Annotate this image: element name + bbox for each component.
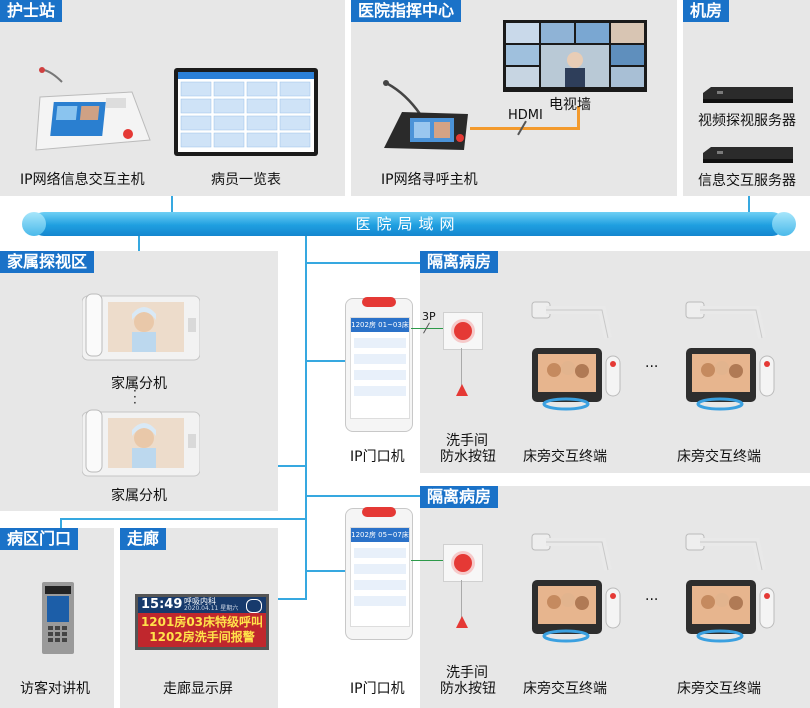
corridor-display-device: 15:49 呼吸内科 2020.04.11 星期六 1201房03床特级呼叫 1… xyxy=(135,594,269,650)
isolation-ward-1-title: 隔离病房 xyxy=(420,251,499,273)
family-extension-1-label: 家属分机 xyxy=(111,376,167,392)
iso2-bedside-terminal-1 xyxy=(531,533,621,643)
iso1-door-row-1 xyxy=(354,338,406,348)
iso1-door-row-2 xyxy=(354,354,406,364)
iso1-door-label: IP门口机 xyxy=(350,449,405,465)
connector-family-lower xyxy=(278,465,305,467)
isolation-ward-2-title: 隔离病房 xyxy=(420,486,499,508)
iso1-door-room: 1202房 01~03床 xyxy=(351,318,409,332)
iso2-bedside-label-1: 床旁交互终端 xyxy=(523,681,607,697)
iso2-door-lamp xyxy=(362,507,396,517)
corridor-display-badge xyxy=(246,599,262,613)
connector-iso1-top xyxy=(305,262,420,264)
iso2-waterproof-button xyxy=(443,544,483,582)
iso1-bedside-terminal-1 xyxy=(531,301,621,411)
iso1-bedside-terminal-2 xyxy=(685,301,775,411)
iso2-door-unit-device: 1202房 05~07床 xyxy=(345,507,413,640)
ip-info-host-label: IP网络信息交互主机 xyxy=(20,172,145,188)
iso1-door-row-3 xyxy=(354,370,406,380)
iso1-door-row-4 xyxy=(354,386,406,396)
iso1-door-lamp xyxy=(362,297,396,307)
hdmi-link-vertical xyxy=(577,106,580,130)
iso1-button-label-1: 洗手间 xyxy=(446,433,488,449)
iso1-bedside-label-2: 床旁交互终端 xyxy=(677,449,761,465)
lan-right-cap xyxy=(772,212,796,236)
connector-entrance xyxy=(60,518,62,528)
connector-corridor xyxy=(278,598,307,600)
iso1-bedside-label-1: 床旁交互终端 xyxy=(523,449,607,465)
iso2-wire xyxy=(411,560,445,561)
corridor-display-dept: 呼吸内科 xyxy=(184,597,216,606)
iso2-bedside-label-2: 床旁交互终端 xyxy=(677,681,761,697)
tv-wall-device xyxy=(503,20,647,92)
iso1-waterproof-button xyxy=(443,312,483,350)
family-visit-title: 家属探视区 xyxy=(0,251,95,273)
visitor-intercom-label: 访客对讲机 xyxy=(20,681,90,697)
family-extension-2-device xyxy=(82,409,200,477)
iso1-ellipsis: ... xyxy=(645,355,659,371)
corridor-display-date: 2020.04.11 星期六 xyxy=(184,605,239,612)
iso2-door-row-3 xyxy=(354,580,406,590)
corridor-display-time: 15:49 xyxy=(141,597,183,612)
iso1-pull-cord xyxy=(461,348,462,386)
ward-entrance-title: 病区门口 xyxy=(0,528,79,550)
corridor-display-label: 走廊显示屏 xyxy=(163,681,233,697)
connector-trunk xyxy=(305,236,307,600)
connector-family xyxy=(138,236,140,251)
iso2-door-row-2 xyxy=(354,564,406,574)
iso2-button-core xyxy=(454,554,472,572)
video-visit-server-label: 视频探视服务器 xyxy=(698,113,796,129)
iso1-button-core xyxy=(454,322,472,340)
iso1-button-label-2: 防水按钮 xyxy=(440,449,496,465)
hospital-lan-bus: 医院局域网 xyxy=(32,212,784,236)
corridor-alert-line-1: 1201房03床特级呼叫 xyxy=(140,615,264,629)
iso2-pull-cord xyxy=(461,580,462,618)
family-extension-dots: ··· xyxy=(133,384,137,410)
patient-list-screen xyxy=(174,68,318,156)
connector-iso2-door xyxy=(305,570,345,572)
tv-wall-label: 电视墙 xyxy=(549,97,591,113)
visitor-intercom-device xyxy=(42,582,74,654)
corridor-alert-line-2: 1202房洗手间报警 xyxy=(149,630,255,644)
iso1-pull-weight xyxy=(456,384,468,396)
iso2-button-label-1: 洗手间 xyxy=(446,665,488,681)
iso2-door-screen: 1202房 05~07床 xyxy=(350,527,410,627)
family-extension-1-device xyxy=(82,293,200,361)
corridor-display-body: 1201房03床特级呼叫 1202房洗手间报警 xyxy=(138,613,266,647)
iso2-button-label-2: 防水按钮 xyxy=(440,681,496,697)
iso1-wire-label: 3P xyxy=(422,310,436,323)
iso1-door-screen: 1202房 01~03床 xyxy=(350,317,410,419)
info-server-icon xyxy=(703,147,793,163)
nurse-station-title: 护士站 xyxy=(0,0,63,22)
iso2-pull-weight xyxy=(456,616,468,628)
iso2-bedside-terminal-2 xyxy=(685,533,775,643)
corridor-title: 走廊 xyxy=(120,528,167,550)
connector-nurse xyxy=(171,196,173,212)
iso2-door-room: 1202房 05~07床 xyxy=(351,528,409,542)
command-center-title: 医院指挥中心 xyxy=(351,0,462,22)
iso2-ellipsis: ... xyxy=(645,588,659,604)
iso2-door-row-1 xyxy=(354,548,406,558)
iso2-door-label: IP门口机 xyxy=(350,681,405,697)
family-extension-2-label: 家属分机 xyxy=(111,488,167,504)
iso1-door-unit-device: 1202房 01~03床 xyxy=(345,297,413,432)
iso1-3p-wire xyxy=(411,328,445,329)
video-visit-server-icon xyxy=(703,87,793,103)
connector-iso1-door xyxy=(305,360,345,362)
ip-info-host-device xyxy=(35,67,151,151)
ip-paging-host-label: IP网络寻呼主机 xyxy=(381,172,478,188)
connector-iso2-top xyxy=(305,495,420,497)
corridor-display-header: 15:49 呼吸内科 2020.04.11 星期六 xyxy=(138,597,266,613)
patient-list-label: 病员一览表 xyxy=(211,172,281,188)
connector-machine xyxy=(748,196,750,212)
lan-left-cap xyxy=(22,212,46,236)
info-server-label: 信息交互服务器 xyxy=(698,173,796,189)
lan-label: 医院局域网 xyxy=(355,215,461,233)
hdmi-label: HDMI xyxy=(508,108,543,123)
hdmi-link xyxy=(470,127,580,130)
iso2-door-row-4 xyxy=(354,596,406,606)
ip-paging-host-device xyxy=(383,80,468,150)
machine-room-title: 机房 xyxy=(683,0,730,22)
connector-entrance-corridor xyxy=(60,518,307,520)
